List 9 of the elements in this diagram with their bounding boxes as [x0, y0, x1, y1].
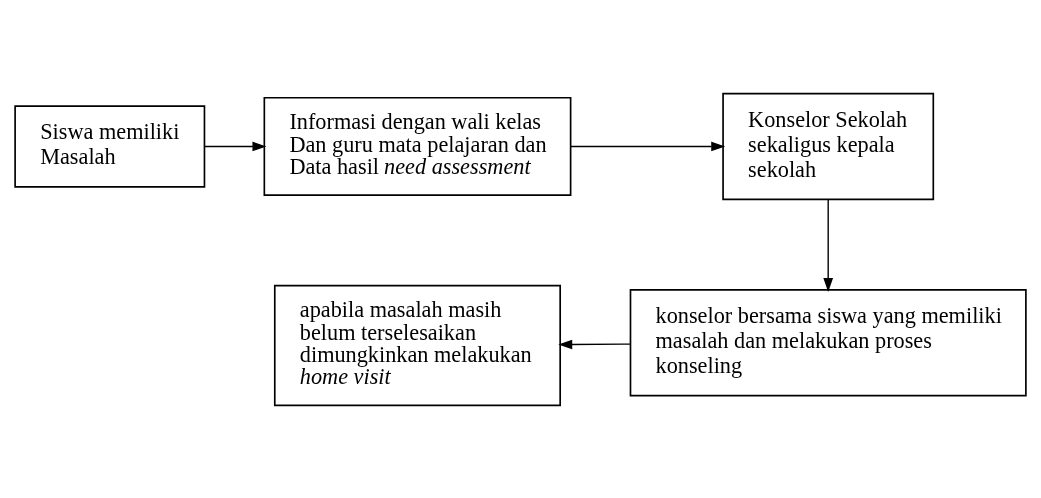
arrow	[570, 141, 726, 151]
node-box: apabila masalah masih belum terselesaikan dimungkinkan melakukan home visit	[273, 284, 561, 406]
node-box: Siswa memiliki Masalah	[14, 104, 206, 188]
node-box: Informasi dengan wali kelas Dan guru mata pelajaran dan Data hasil need assessment	[263, 96, 572, 196]
arrow	[558, 339, 631, 349]
arrow	[823, 198, 834, 292]
arrow	[204, 141, 267, 151]
node-box: konselor bersama siswa yang memiliki masalah dan melakukan proses konseling	[629, 288, 1027, 397]
node-box: Konselor Sekolah sekaligus kepala sekolah	[722, 92, 935, 200]
